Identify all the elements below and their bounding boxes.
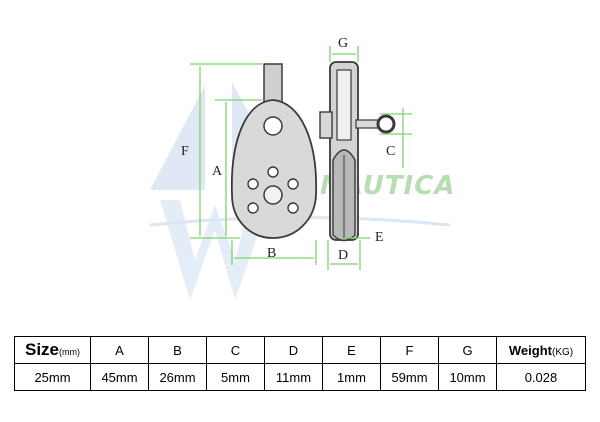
watermark-sail-left [150, 85, 205, 190]
cell-b: 26mm [148, 363, 207, 391]
header-col-e: E [322, 336, 381, 364]
dim-label-a: A [212, 164, 223, 179]
dim-label-b: B [267, 246, 276, 261]
table-header-row: Size(mm) A B C D E F G Weight(KG) [14, 336, 586, 364]
front-hole-4 [287, 202, 299, 214]
side-pin-shaft [355, 119, 379, 129]
cell-size: 25mm [14, 363, 91, 391]
pulley-diagram: NAUTICA F A B [149, 36, 454, 300]
cell-c: 5mm [206, 363, 265, 391]
side-slot [336, 69, 352, 141]
header-col-c: C [206, 336, 265, 364]
dim-label-f: F [181, 144, 189, 159]
front-hole-3 [247, 202, 259, 214]
spec-table: Size(mm) A B C D E F G Weight(KG) 25mm 4… [14, 336, 586, 391]
front-hole-2 [287, 178, 299, 190]
front-center-hole [263, 185, 283, 205]
front-hole-1 [247, 178, 259, 190]
header-col-d: D [264, 336, 323, 364]
watermark-w-shape [160, 200, 270, 300]
cell-weight: 0.028 [496, 363, 586, 391]
front-dimensions [190, 63, 317, 265]
dim-label-g: G [338, 36, 348, 51]
side-view [319, 61, 396, 242]
cell-a: 45mm [90, 363, 149, 391]
cell-d: 11mm [264, 363, 323, 391]
side-ring [376, 114, 396, 134]
header-col-g: G [438, 336, 497, 364]
side-dimensions [327, 46, 412, 270]
cell-e: 1mm [322, 363, 381, 391]
side-pin-head [319, 111, 333, 139]
header-col-b: B [148, 336, 207, 364]
table-row: 25mm 45mm 26mm 5mm 11mm 1mm 59mm 10mm 0.… [14, 363, 586, 391]
cell-g: 10mm [438, 363, 497, 391]
header-col-a: A [90, 336, 149, 364]
front-hole-5 [267, 166, 279, 178]
dim-label-e: E [375, 230, 384, 245]
header-weight: Weight(KG) [496, 336, 586, 364]
dim-label-d: D [338, 248, 348, 263]
cell-f: 59mm [380, 363, 439, 391]
header-col-f: F [380, 336, 439, 364]
front-view [230, 63, 317, 239]
header-size: Size(mm) [14, 336, 91, 364]
front-top-hole [263, 116, 283, 136]
dim-label-c: C [386, 144, 395, 159]
